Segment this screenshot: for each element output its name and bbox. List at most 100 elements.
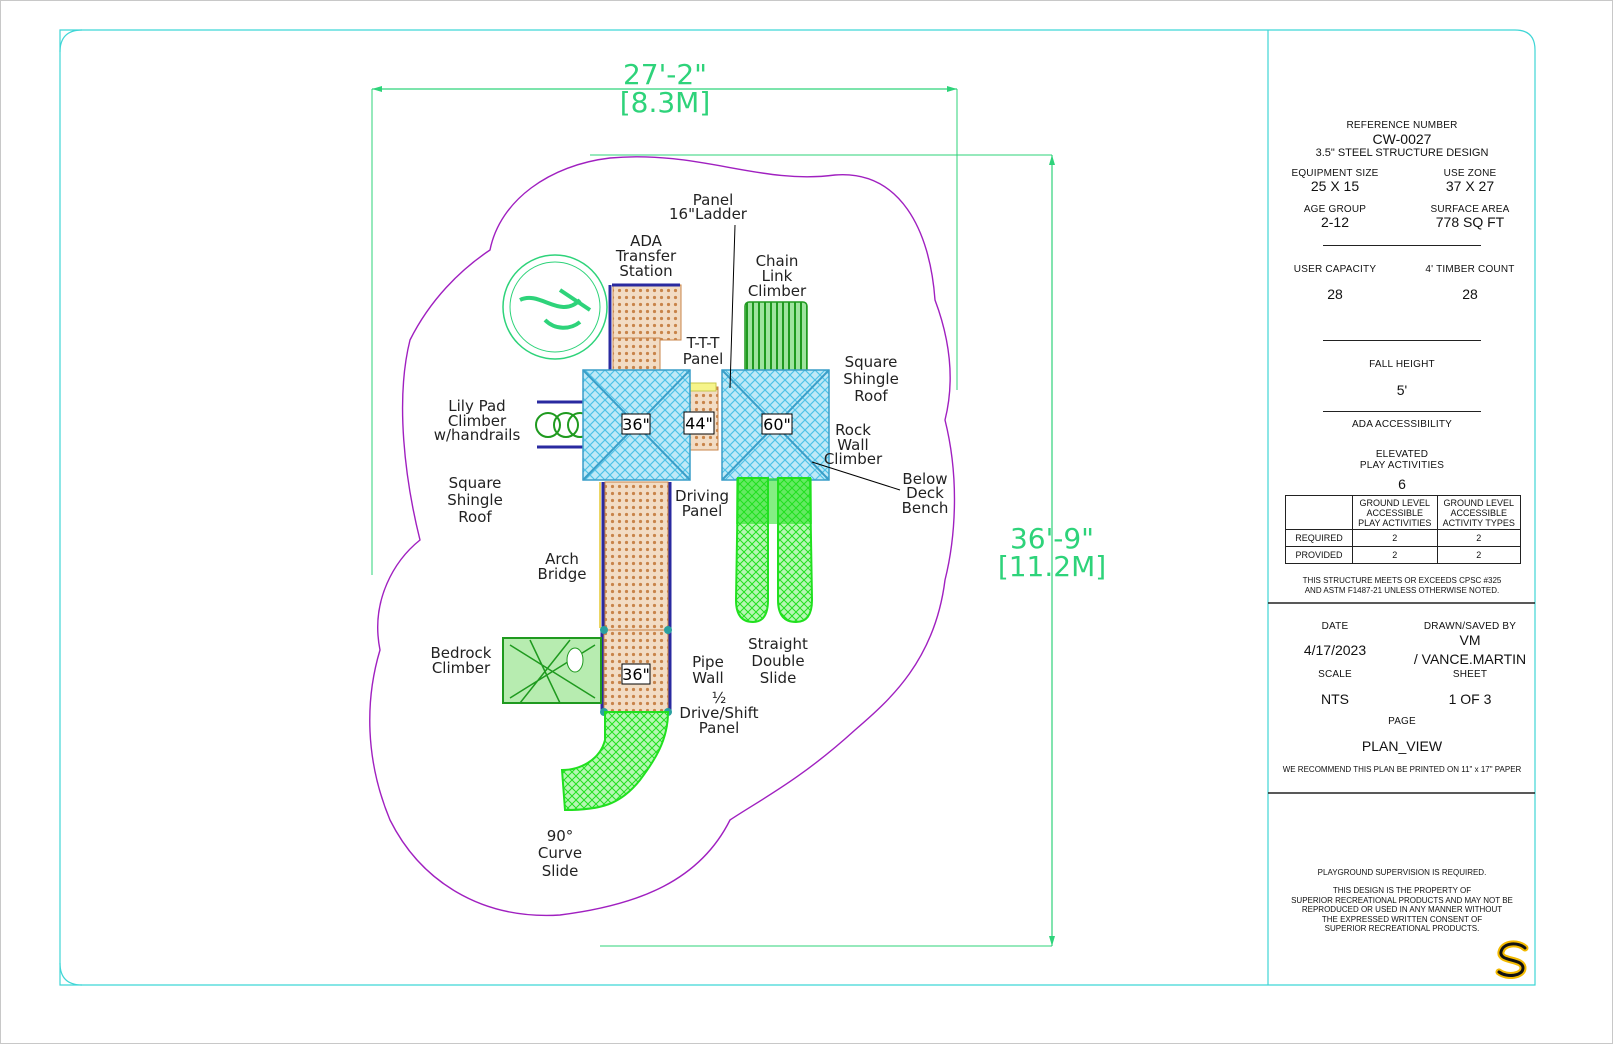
label-drive-shift-panel: ½ Drive/Shift Panel (679, 689, 758, 737)
svg-text:36": 36" (622, 415, 650, 434)
equipment-size-label: EQUIPMENT SIZE (1291, 168, 1379, 179)
width-m-label: [8.3M] (620, 86, 711, 119)
svg-text:Pipe: Pipe (692, 653, 724, 671)
drawn-by-initials: VM (1459, 632, 1481, 648)
svg-text:Wall: Wall (692, 669, 723, 687)
svg-text:Bridge: Bridge (538, 565, 587, 583)
chain-link-climber (744, 301, 808, 375)
panel-ladder-leader (729, 224, 736, 389)
svg-text:w/handrails: w/handrails (434, 426, 521, 444)
svg-text:Lily Pad: Lily Pad (448, 397, 505, 415)
surface-area-label: SURFACE AREA (1430, 204, 1510, 215)
timber-count: 28 (1462, 286, 1478, 302)
ada-transfer-station (612, 284, 682, 341)
label-rock-wall-climber: Rock Wall Climber (824, 421, 883, 468)
divider-3 (1323, 411, 1481, 412)
age-group-label: AGE GROUP (1303, 204, 1367, 215)
elevated-value: 6 (1398, 476, 1406, 492)
page-label: PAGE (1388, 716, 1416, 727)
arch-bridge (599, 481, 672, 631)
svg-text:Double: Double (751, 652, 804, 670)
drawn-by-name: / VANCE.MARTIN (1413, 651, 1527, 667)
frame-corner-left (59, 29, 83, 53)
below-deck-leader (811, 461, 901, 491)
label-ada-transfer-station: ADA Transfer Station (615, 232, 677, 280)
svg-text:Bedrock: Bedrock (431, 644, 492, 662)
svg-text:Straight: Straight (748, 635, 808, 653)
property-note: THIS DESIGN IS THE PROPERTY OF SUPERIOR … (1291, 886, 1513, 933)
table-row-provided: PROVIDED 2 2 (1285, 546, 1522, 564)
elevated-label-1: ELEVATED (1375, 449, 1429, 460)
label-roof-right: Square Shingle Roof (843, 353, 899, 405)
width-arrow-left (372, 86, 382, 92)
svg-text:Driving: Driving (675, 487, 729, 505)
svg-text:Wall: Wall (837, 436, 868, 454)
svg-text:Link: Link (762, 267, 793, 285)
svg-text:Bench: Bench (902, 499, 949, 517)
svg-text:Panel: Panel (682, 502, 722, 520)
drawn-by-label: DRAWN/SAVED BY (1423, 621, 1517, 632)
svg-text:Roof: Roof (458, 508, 492, 526)
svg-text:16"Ladder: 16"Ladder (669, 205, 748, 223)
scale-label: SCALE (1318, 669, 1352, 680)
use-zone-outline (369, 156, 956, 917)
label-chain-link-climber: Chain Link Climber (748, 252, 807, 300)
label-below-deck-bench: Below Deck Bench (902, 470, 949, 517)
svg-text:Roof: Roof (854, 387, 888, 405)
svg-text:Slide: Slide (760, 669, 797, 687)
sheet-label: SHEET (1452, 669, 1488, 680)
label-roof-left: Square Shingle Roof (447, 474, 503, 526)
label-straight-double-slide: Straight Double Slide (748, 635, 808, 687)
svg-text:Drive/Shift: Drive/Shift (679, 704, 758, 722)
design-type: 3.5" STEEL STRUCTURE DESIGN (1315, 147, 1489, 159)
use-zone: 37 X 27 (1445, 178, 1495, 194)
user-capacity: 28 (1327, 286, 1343, 302)
table-header-activity-types: GROUND LEVEL ACCESSIBLE ACTIVITY TYPES (1436, 495, 1522, 530)
reference-number-label: REFERENCE NUMBER (1346, 120, 1458, 131)
equipment-size: 25 X 15 (1310, 178, 1360, 194)
depth-arrow-bottom (1049, 936, 1055, 946)
page-name: PLAN_VIEW (1361, 738, 1443, 754)
svg-text:Square: Square (449, 474, 502, 492)
width-arrow-right (947, 86, 957, 92)
label-pipe-wall: Pipe Wall (692, 653, 724, 687)
svg-text:T-T-T: T-T-T (686, 334, 721, 352)
straight-double-slide (734, 477, 814, 624)
deck-height-left-badge: 36" (621, 413, 651, 435)
depth-ft-label: 36'-9" (1010, 522, 1094, 555)
svg-text:½: ½ (712, 689, 727, 707)
label-curve-slide: 90° Curve Slide (538, 827, 582, 880)
svg-text:Rock: Rock (835, 421, 871, 439)
deck-height-bottom-badge: 36" (622, 665, 650, 684)
table-corner-cell (1285, 495, 1353, 530)
print-note: WE RECOMMEND THIS PLAN BE PRINTED ON 11"… (1282, 765, 1522, 774)
label-driving-panel: Driving Panel (675, 487, 729, 520)
svg-text:Shingle: Shingle (447, 491, 503, 509)
svg-text:Panel: Panel (683, 350, 723, 368)
age-group: 2-12 (1320, 214, 1350, 230)
depth-m-label: [11.2M] (998, 550, 1106, 583)
date-label: DATE (1321, 621, 1349, 632)
svg-text:Chain: Chain (756, 252, 799, 270)
width-ft-label: 27'-2" (623, 58, 707, 91)
label-arch-bridge: Arch Bridge (538, 550, 587, 583)
elevated-label-2: PLAY ACTIVITIES (1359, 460, 1445, 471)
ada-symbol (502, 254, 608, 360)
fall-height-label: FALL HEIGHT (1369, 359, 1435, 370)
svg-text:Climber: Climber (824, 450, 883, 468)
frame-corner-bottom-left (59, 962, 83, 986)
user-capacity-label: USER CAPACITY (1293, 264, 1377, 275)
reference-number: CW-0027 (1372, 131, 1432, 147)
ada-transfer-step (612, 337, 661, 375)
label-lily-pad-climber: Lily Pad Climber w/handrails (434, 397, 521, 444)
svg-text:Station: Station (619, 262, 672, 280)
label-bedrock-climber: Bedrock Climber (431, 644, 492, 677)
date: 4/17/2023 (1303, 642, 1367, 658)
divider-2 (1323, 340, 1481, 341)
svg-text:Curve: Curve (538, 844, 582, 862)
divider-1 (1323, 245, 1481, 246)
fall-height: 5' (1396, 382, 1408, 398)
curve-slide (560, 711, 670, 812)
svg-text:Below: Below (902, 470, 947, 488)
accessibility-table: GROUND LEVEL ACCESSIBLE PLAY ACTIVITIES … (1285, 495, 1522, 564)
